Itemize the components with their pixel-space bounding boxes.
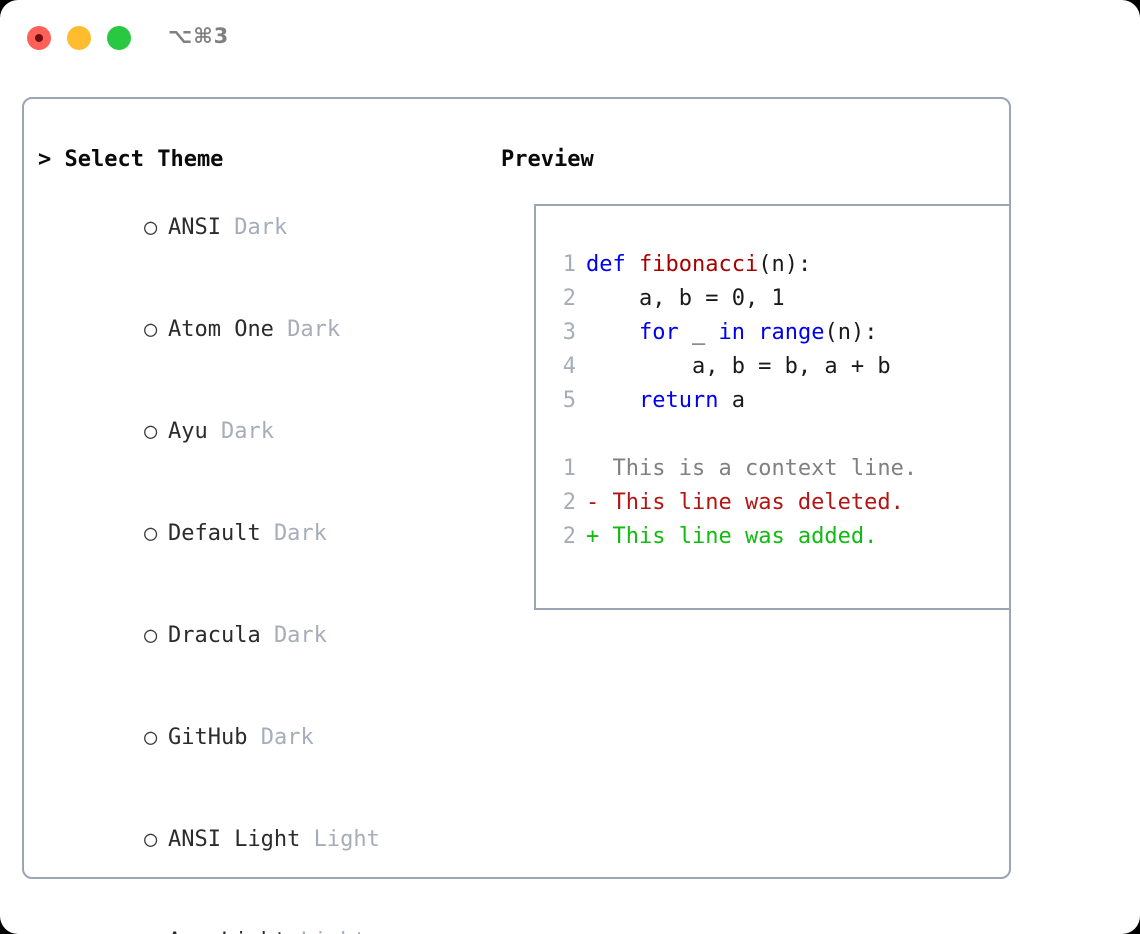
code-token: range — [758, 320, 825, 345]
theme-list-column: > Select Theme ○ ANSI Dark ○ Atom One Dark… — [38, 143, 498, 934]
maximize-button[interactable] — [107, 26, 131, 50]
theme-option-label: Ayu — [167, 419, 208, 444]
code-token — [586, 320, 639, 345]
radio-icon[interactable]: ○ — [143, 725, 158, 750]
theme-variant-label: Dark — [234, 215, 288, 240]
theme-option-github-dark[interactable]: ○ GitHub Dark — [38, 687, 498, 789]
minimize-button[interactable] — [67, 26, 91, 50]
radio-icon[interactable]: ○ — [143, 521, 158, 546]
theme-option-label: ANSI — [167, 215, 221, 240]
theme-variant-label: Dark — [273, 623, 327, 648]
line-number: 2 — [562, 524, 576, 549]
code-token: return — [638, 388, 719, 413]
code-line: 5 return a — [546, 384, 1006, 418]
theme-variant-label: Dark — [260, 725, 314, 750]
line-number: 3 — [562, 320, 576, 345]
theme-option-label: Atom One — [167, 317, 274, 342]
diff-text: This line was deleted. — [612, 490, 904, 515]
code-line: 3 for _ in range(n): — [546, 316, 1006, 350]
line-number: 2 — [562, 490, 576, 515]
code-token: def — [586, 252, 639, 277]
select-theme-heading: > Select Theme — [38, 147, 224, 172]
radio-icon[interactable]: ○ — [143, 827, 158, 852]
theme-variant-label: Light — [313, 827, 380, 852]
code-token: a, b = b, a + b — [586, 354, 891, 379]
code-token: in — [718, 320, 759, 345]
code-token: (n): — [758, 252, 812, 277]
theme-option-label: Ayu Light — [168, 929, 287, 934]
theme-option-label: Dracula — [167, 623, 261, 648]
diff-line-deleted: 2- This line was deleted. — [546, 486, 1006, 520]
diff-sign — [586, 456, 599, 481]
code-token: fibonacci — [638, 252, 759, 277]
theme-variant-label: Dark — [220, 419, 274, 444]
theme-selector-panel: > Select Theme ○ ANSI Dark ○ Atom One Dark… — [22, 97, 1011, 934]
code-token: for — [638, 320, 679, 345]
code-line: 4 a, b = b, a + b — [546, 350, 1006, 384]
theme-option-label: GitHub — [167, 725, 248, 750]
theme-option-label: ANSI Light — [167, 827, 301, 852]
diff-text: This is a context line. — [612, 456, 918, 481]
theme-option-variant — [221, 215, 234, 240]
radio-icon[interactable]: ○ — [144, 925, 168, 934]
diff-sign: + — [586, 524, 600, 549]
line-number: 1 — [562, 252, 576, 277]
diff-gap — [546, 418, 1006, 452]
close-button[interactable] — [27, 26, 51, 50]
radio-icon[interactable]: ○ — [143, 419, 158, 444]
theme-option-label: Default — [167, 521, 261, 546]
preview-heading: Preview — [501, 147, 594, 172]
line-number: 2 — [562, 286, 576, 311]
theme-variant-label: Dark — [287, 317, 341, 342]
code-token: a, b = 0, 1 — [586, 286, 785, 311]
theme-option-ayu-light[interactable]: ○Ayu Light Light — [38, 891, 498, 934]
line-number: 1 — [562, 456, 576, 481]
line-number: 5 — [562, 388, 576, 413]
theme-option-ansi-dark[interactable]: ○ ANSI Dark — [38, 177, 498, 279]
code-token: a — [718, 388, 745, 413]
title-bar: ⌥⌘3 — [0, 0, 1140, 76]
theme-option-atom-one-dark[interactable]: ○ Atom One Dark — [38, 279, 498, 381]
code-line: 1 def fibonacci(n): — [546, 248, 1006, 282]
theme-option-ayu-dark[interactable]: ○ Ayu Dark — [38, 381, 498, 483]
radio-icon[interactable]: ○ — [143, 215, 158, 240]
radio-icon[interactable]: ○ — [143, 623, 158, 648]
diff-line-context: 1 This is a context line. — [546, 452, 1006, 486]
theme-option-dracula-dark[interactable]: ○ Dracula Dark — [38, 585, 498, 687]
line-number: 4 — [562, 354, 576, 379]
code-token: (n): — [824, 320, 878, 345]
keyboard-shortcut-label: ⌥⌘3 — [168, 24, 230, 48]
diff-line-added: 2 + This line was added. — [546, 520, 1006, 554]
code-token — [586, 388, 639, 413]
theme-option-ansi-light[interactable]: ○ ANSI Light Light — [38, 789, 498, 891]
code-token: _ — [678, 320, 719, 345]
theme-variant-label: Dark — [273, 521, 327, 546]
radio-icon[interactable]: ○ — [143, 317, 158, 342]
theme-variant-label: Light — [300, 929, 366, 934]
code-line: 2 a, b = 0, 1 — [546, 282, 1006, 316]
diff-text: This line was added. — [612, 524, 878, 549]
diff-sign: - — [586, 490, 600, 515]
theme-option-default-dark[interactable]: ○ Default Dark — [38, 483, 498, 585]
